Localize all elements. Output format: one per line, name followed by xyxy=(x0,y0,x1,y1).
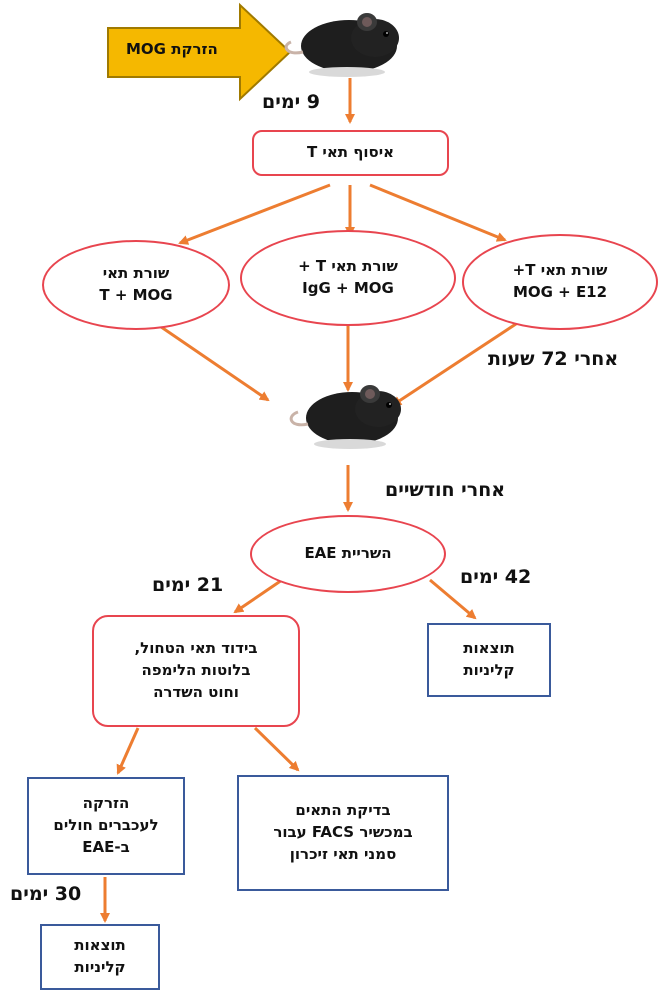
node-line-t-mog-text: שורת תאי T + MOG xyxy=(99,264,173,304)
label-21-days: 21 ימים xyxy=(152,574,224,596)
arrow-collect-to-left xyxy=(178,183,331,245)
node-line-t-igg-mog-text: שורת תאי T + IgG + MOG xyxy=(298,257,398,297)
node-line-t-mog: שורת תאי T + MOG xyxy=(42,240,230,330)
label-72-hours: אחרי 72 שעות xyxy=(488,348,619,370)
node-isolation: בידוד תאי הטחול, בלוטות הלימפה וחוט השדר… xyxy=(92,615,300,727)
node-clinical-results-bottom: תוצאות קליניות xyxy=(40,924,160,990)
node-line-t-mog-e12: שורת תאי T+ MOG + E12 xyxy=(462,234,658,330)
node-line-t-igg-mog: שורת תאי T + IgG + MOG xyxy=(240,230,456,326)
node-injection-sick-mice-text: הזרקה לעכברים חולים ב-EAE xyxy=(53,794,159,856)
arrow-left-to-mouse xyxy=(147,316,270,402)
node-isolation-text: בידוד תאי הטחול, בלוטות הלימפה וחוט השדר… xyxy=(134,639,258,701)
node-line-t-mog-e12-text: שורת תאי T+ MOG + E12 xyxy=(512,261,608,301)
node-injection-sick-mice: הזרקה לעכברים חולים ב-EAE xyxy=(27,777,185,875)
label-42-days: 42 ימים xyxy=(460,566,532,588)
arrow-collect-to-right xyxy=(369,183,507,242)
label-9-days: 9 ימים xyxy=(262,91,321,113)
label-two-months: אחרי חודשיים xyxy=(385,479,506,501)
node-clinical-results-right: תוצאות קליניות xyxy=(427,623,551,697)
mouse-icon-top xyxy=(284,13,399,77)
node-facs-test-text: בדיקת התאים במכשיר FACS עבור סמני תאי זי… xyxy=(273,801,413,863)
node-clinical-results-bottom-text: תוצאות קליניות xyxy=(74,936,126,976)
mouse-icon-middle xyxy=(289,385,401,449)
injection-arrow xyxy=(107,2,292,102)
node-eae-induction: השריית EAE xyxy=(250,515,446,593)
node-eae-induction-text: השריית EAE xyxy=(304,544,392,563)
injection-arrow-label: הזרקת MOG xyxy=(126,40,218,58)
node-facs-test: בדיקת התאים במכשיר FACS עבור סמני תאי זי… xyxy=(237,775,449,891)
node-collect-t-cells-text: איסוף תאי T xyxy=(306,143,395,162)
arrow-eae-to-clinical xyxy=(429,578,477,620)
node-clinical-results-right-text: תוצאות קליניות xyxy=(463,639,515,679)
label-30-days: 30 ימים xyxy=(10,883,82,905)
arrow-isolation-to-injection xyxy=(116,727,140,775)
arrow-right-to-mouse xyxy=(391,316,526,407)
node-collect-t-cells: איסוף תאי T xyxy=(252,130,449,176)
arrow-eae-to-isolation xyxy=(233,578,283,614)
arrow-isolation-to-facs xyxy=(253,726,300,772)
